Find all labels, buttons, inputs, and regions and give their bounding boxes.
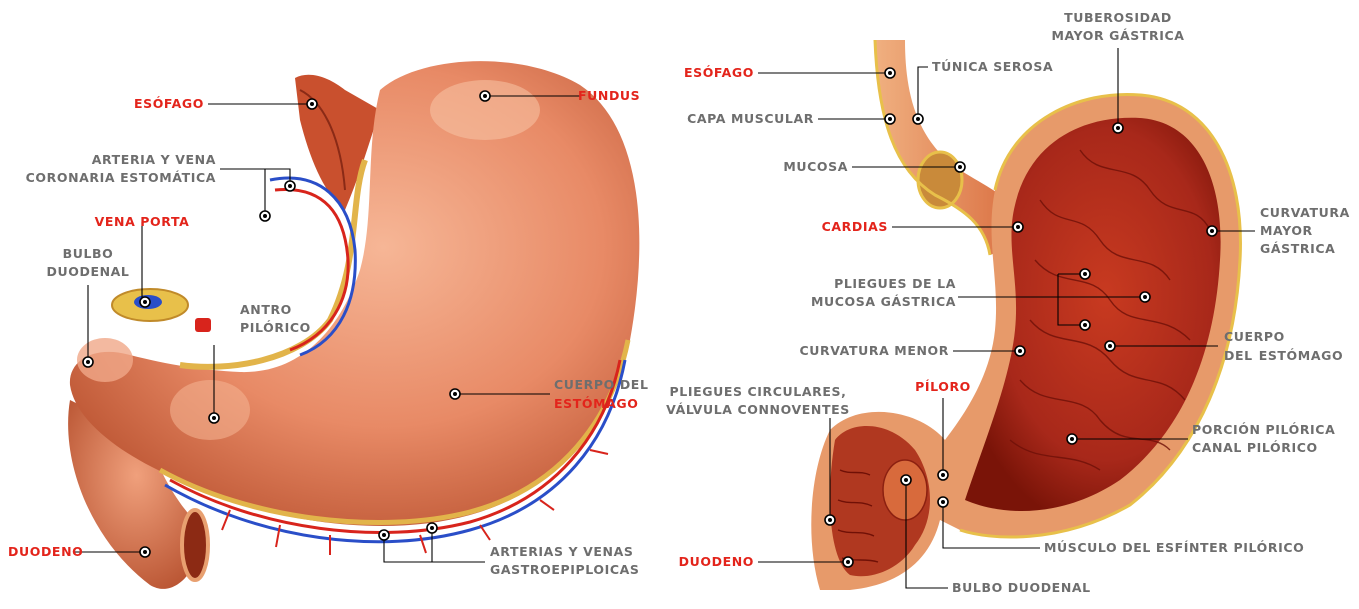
label-tuberosidad-1: TUBEROSIDAD (1064, 10, 1172, 25)
label-cuerpo-right-estomago: ESTÓMAGO (1259, 348, 1344, 363)
label-esofago-right: ESÓFAGO (684, 65, 754, 80)
label-bulbo-duodenal-right: BULBO DUODENAL (952, 580, 1091, 595)
label-piloro: PÍLORO (915, 379, 971, 394)
label-arterias-2: GASTROEPIPLOICAS (490, 562, 639, 577)
label-curv-mayor-2: MAYOR (1260, 223, 1313, 238)
label-arteria-vena-2: CORONARIA ESTOMÁTICA (26, 170, 216, 185)
left-duodenum-opening (182, 510, 208, 580)
label-porcion-1: PORCIÓN PILÓRICA (1192, 422, 1335, 437)
label-tuberosidad-2: MAYOR GÁSTRICA (1051, 28, 1184, 43)
label-pliegues-2: MUCOSA GÁSTRICA (811, 294, 956, 309)
label-curv-mayor-3: GÁSTRICA (1260, 241, 1335, 256)
label-duodeno-right: DUODENO (679, 554, 754, 569)
right-stomach-illustration (811, 40, 1240, 590)
label-arterias-1: ARTERIAS Y VENAS (490, 544, 633, 559)
label-cuerpo-1: CUERPO DEL (554, 377, 649, 392)
label-arteria-vena-1: ARTERIA Y VENA (92, 152, 216, 167)
label-esofago-left: ESÓFAGO (134, 96, 204, 111)
label-cuerpo-right-1: CUERPO (1224, 329, 1285, 344)
label-cuerpo-2: ESTÓMAGO (554, 396, 639, 411)
label-antro-1: ANTRO (240, 302, 292, 317)
label-tunica-serosa: TÚNICA SEROSA (932, 59, 1053, 74)
label-bulbo-2: DUODENAL (47, 264, 130, 279)
label-pliegues-circ-1: PLIEGUES CIRCULARES, (670, 384, 847, 399)
label-cardias: CARDIAS (822, 219, 888, 234)
label-duodeno-left: DUODENO (8, 544, 83, 559)
label-cuerpo-right-del: DEL (1224, 348, 1253, 363)
label-musculo-esfinter: MÚSCULO DEL ESFÍNTER PILÓRICO (1044, 540, 1304, 555)
label-mucosa: MUCOSA (783, 159, 848, 174)
label-fundus: FUNDUS (578, 88, 640, 103)
label-antro-2: PILÓRICO (240, 320, 311, 335)
label-capa-muscular: CAPA MUSCULAR (687, 111, 814, 126)
label-porcion-2: CANAL PILÓRICO (1192, 440, 1318, 455)
label-curv-mayor-1: CURVATURA (1260, 205, 1350, 220)
label-pliegues-1: PLIEGUES DE LA (834, 276, 956, 291)
label-pliegues-circ-2: VÁLVULA CONNOVENTES (666, 402, 850, 417)
label-curv-menor: CURVATURA MENOR (800, 343, 950, 358)
left-stomach-illustration (68, 61, 639, 589)
label-cuerpo-right-2: DEL ESTÓMAGO (1224, 348, 1343, 363)
label-vena-porta: VENA PORTA (95, 214, 190, 229)
label-bulbo-1: BULBO (63, 246, 114, 261)
